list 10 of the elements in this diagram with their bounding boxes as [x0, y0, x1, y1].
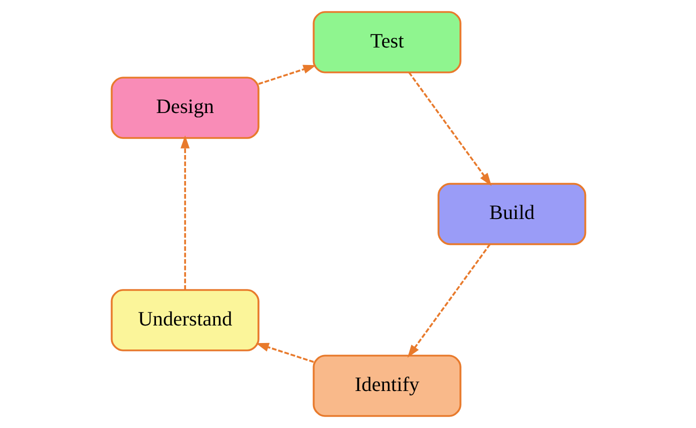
node-box: Design	[110, 76, 259, 139]
arrow	[406, 244, 490, 358]
node-box: Build	[437, 182, 586, 246]
arrow	[180, 135, 190, 290]
node-box: Test	[312, 11, 461, 74]
arrow	[258, 64, 316, 85]
arrow	[255, 342, 314, 363]
arrow	[408, 72, 492, 186]
node-box: Understand	[110, 289, 259, 352]
node-box: Identify	[312, 354, 461, 417]
